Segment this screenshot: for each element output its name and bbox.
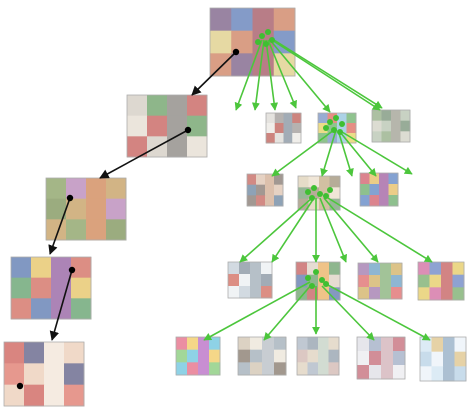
- green-arrow-icon: [339, 131, 377, 177]
- courtyard-thumbnail: [237, 336, 287, 376]
- green-arrow-icon: [265, 39, 279, 111]
- toy-spheres-thumbnail: [297, 175, 341, 211]
- green-arrow-icon: [251, 39, 265, 111]
- red-figures-thumbnail: [246, 173, 284, 207]
- green-arrow-icon: [320, 129, 337, 177]
- costumed-dwarfs-thumbnail: [126, 94, 208, 158]
- navigation-path-layer: [48, 51, 237, 341]
- cluster-node-dot: [319, 277, 325, 283]
- green-arrow-icon: [271, 39, 381, 111]
- cluster-node-dot: [263, 41, 269, 47]
- black-arrow-icon: [191, 51, 237, 96]
- cluster-node-dot: [313, 269, 319, 275]
- garden-scene-thumbnail: [371, 109, 411, 143]
- green-arrow-icon: [321, 285, 375, 341]
- cluster-node-dot: [327, 119, 333, 125]
- thumbnail-layer: [3, 7, 467, 407]
- cluster-node-dot: [255, 39, 261, 45]
- cluster-node-dot: [309, 283, 315, 289]
- street-scene-thumbnail: [265, 112, 302, 144]
- node-dot-layer: [16, 29, 345, 390]
- building-facade-thumbnail: [227, 261, 273, 299]
- crowd-scene-thumbnail: [357, 262, 403, 300]
- cluster-node-dot: [333, 115, 339, 121]
- green-arrow-icon: [327, 197, 433, 263]
- cluster-node-dot: [339, 121, 345, 127]
- path-node-dot: [16, 382, 24, 390]
- cluster-node-dot: [259, 33, 265, 39]
- green-arrow-icon: [271, 129, 335, 177]
- green-arrow-icon: [269, 39, 331, 113]
- number-puzzle-blocks-thumbnail: [10, 256, 92, 320]
- path-node-dot: [184, 126, 192, 134]
- cluster-node-dot: [323, 125, 329, 131]
- path-node-dot: [232, 48, 240, 56]
- green-arrow-icon: [271, 197, 315, 263]
- path-node-dot: [68, 266, 76, 274]
- green-arrow-icon: [337, 129, 354, 177]
- cluster-node-dot: [269, 37, 275, 43]
- green-arrow-icon: [319, 197, 347, 263]
- green-arrow-icon: [273, 39, 383, 109]
- cluster-node-dot: [337, 129, 343, 135]
- green-arrow-icon: [203, 281, 311, 341]
- black-arrow-icon: [49, 269, 73, 341]
- cluster-node-dot: [327, 187, 333, 193]
- path-node-dot: [66, 194, 74, 202]
- green-arrow-icon: [267, 39, 297, 109]
- green-arrow-icon: [234, 39, 263, 111]
- green-arrow-icon: [341, 131, 413, 175]
- green-arrow-icon: [325, 283, 431, 341]
- patterned-fabric-thumbnail: [356, 336, 406, 380]
- cluster-node-dot: [309, 195, 315, 201]
- cluster-node-dot: [265, 29, 271, 35]
- black-arrow-icon: [48, 197, 71, 255]
- parade-scene-thumbnail: [417, 261, 465, 301]
- cluster-node-dot: [317, 191, 323, 197]
- cluster-node-dot: [311, 185, 317, 191]
- tower-sky-thumbnail: [419, 336, 467, 382]
- cluster-node-dot: [305, 275, 311, 281]
- green-arrow-icon: [323, 197, 379, 263]
- cluster-node-dot: [331, 127, 337, 133]
- green-arrow-icon: [263, 283, 313, 341]
- red-costume-children-thumbnail: [3, 341, 85, 407]
- expansion-edge-layer: [203, 39, 433, 341]
- cluster-node-dot: [323, 193, 329, 199]
- green-arrow-icon: [239, 197, 313, 263]
- cluster-node-dot: [305, 189, 311, 195]
- candy-pile-thumbnail: [175, 336, 221, 376]
- photo-grid-thumbnail: [296, 336, 340, 376]
- cluster-node-dot: [323, 281, 329, 287]
- black-arrow-icon: [99, 129, 189, 179]
- butterfly-flowers-thumbnail: [45, 177, 127, 241]
- festival-crowd-thumbnail: [359, 172, 399, 207]
